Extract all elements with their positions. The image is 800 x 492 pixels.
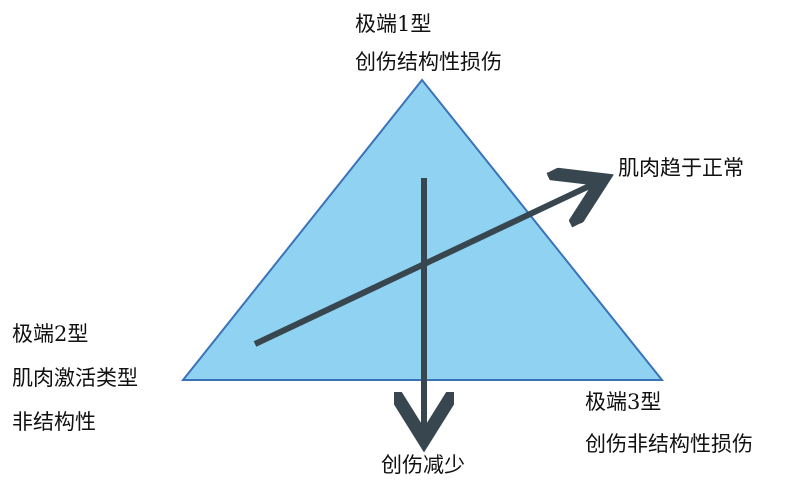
left-type-subdescription: 非结构性 (12, 410, 96, 434)
left-type-label: 极端2型 (12, 322, 89, 346)
diagonal-arrow (253, 181, 600, 347)
downward-arrow-label: 创伤减少 (381, 453, 465, 477)
right-type-description: 创伤非结构性损伤 (585, 432, 753, 456)
top-type-label: 极端1型 (355, 12, 432, 36)
left-type-description: 肌肉激活类型 (12, 366, 138, 390)
diagonal-arrow-label: 肌肉趋于正常 (618, 156, 744, 180)
right-type-label: 极端3型 (585, 390, 662, 414)
top-type-description: 创伤结构性损伤 (355, 50, 502, 74)
